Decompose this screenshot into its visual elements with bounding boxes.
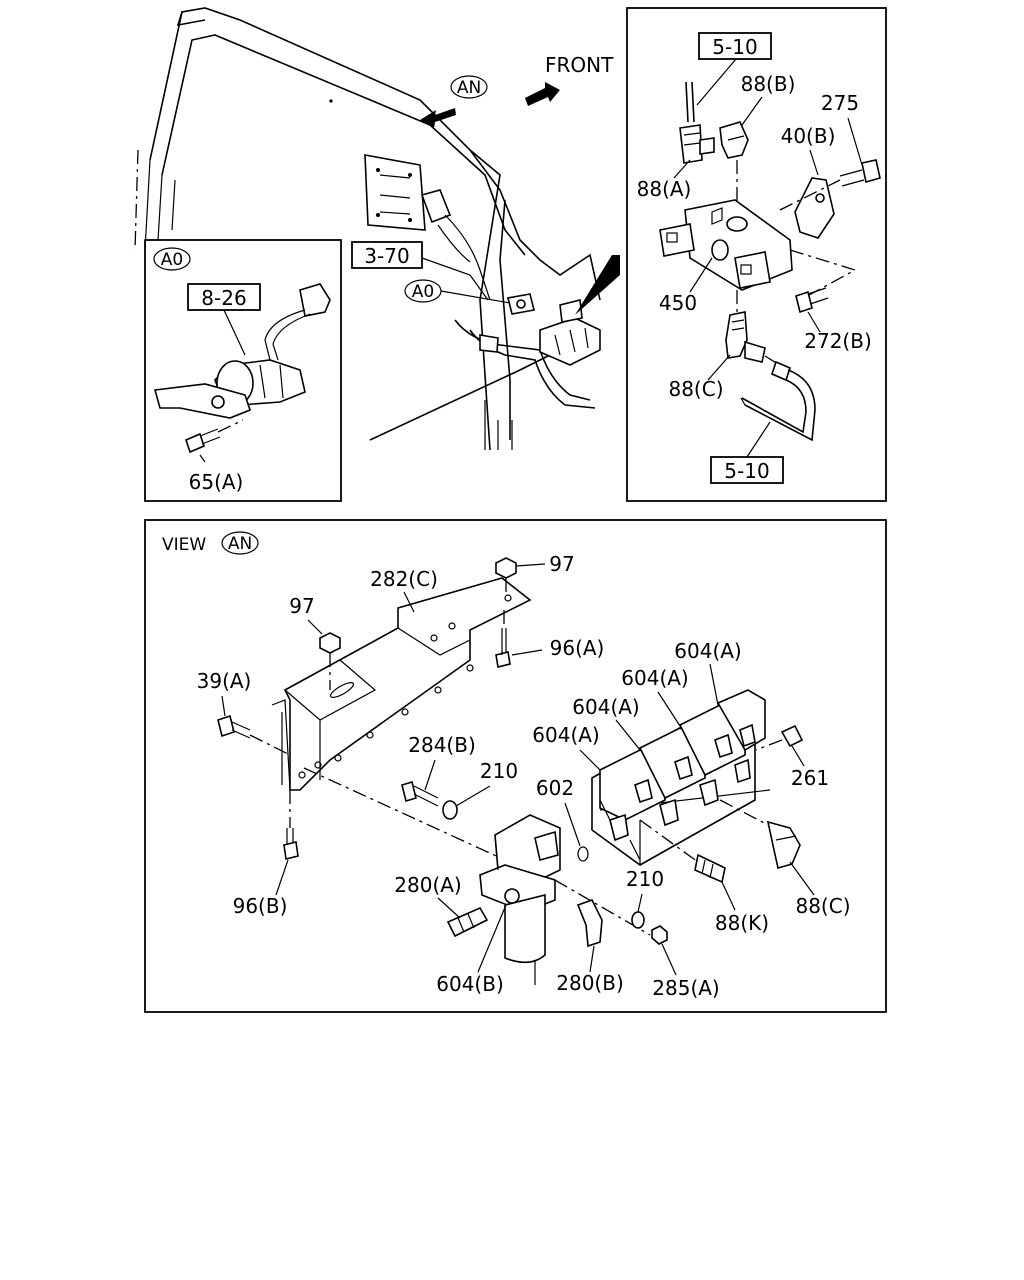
callout-602: 602 xyxy=(536,776,574,800)
callout-65a: 65(A) xyxy=(189,470,244,494)
callout-88a: 88(A) xyxy=(637,177,692,201)
callout-88k: 88(K) xyxy=(715,911,769,935)
callout-88c: 88(C) xyxy=(668,377,723,401)
svg-text:3-70: 3-70 xyxy=(364,244,409,268)
svg-text:VIEW: VIEW xyxy=(162,535,206,555)
chassis-overview: AN FRONT 3-70 A0 xyxy=(134,7,620,451)
callout-96a: 96(A) xyxy=(550,636,605,660)
callout-284b: 284(B) xyxy=(408,733,476,757)
callout-604b: 604(B) xyxy=(436,972,504,996)
ref-box-5-10-top: 5-10 xyxy=(698,32,772,60)
svg-text:AN: AN xyxy=(228,534,252,554)
view-an-title: VIEW AN xyxy=(162,531,259,555)
arrow-front-icon xyxy=(525,82,560,106)
callout-96b: 96(B) xyxy=(233,894,288,918)
ref-box-3-70: 3-70 xyxy=(351,241,423,269)
arrow-rear-icon xyxy=(420,108,456,128)
callout-210-bottom: 210 xyxy=(626,867,664,891)
callout-604a-1: 604(A) xyxy=(674,639,741,663)
svg-text:8-26: 8-26 xyxy=(201,286,246,310)
callout-39a: 39(A) xyxy=(197,669,252,693)
svg-text:A0: A0 xyxy=(412,282,434,302)
callout-97-right: 97 xyxy=(549,552,574,576)
callout-604a-4: 604(A) xyxy=(532,723,599,747)
callout-280b: 280(B) xyxy=(556,971,624,995)
callout-261: 261 xyxy=(791,766,829,790)
svg-text:5-10: 5-10 xyxy=(724,459,769,483)
callout-450: 450 xyxy=(659,291,697,315)
callout-272b: 272(B) xyxy=(804,329,872,353)
callout-285a: 285(A) xyxy=(652,976,719,1000)
detail-a0-marker: A0 xyxy=(404,279,442,303)
ref-box-8-26: 8-26 xyxy=(187,283,261,311)
svg-text:A0: A0 xyxy=(161,250,183,270)
view-an-panel: VIEW AN 282(C) 97 97 96(A) xyxy=(144,519,887,1013)
front-label: FRONT xyxy=(545,53,614,77)
ref-box-5-10-bottom: 5-10 xyxy=(710,456,784,484)
junction-detail-panel: 5-10 88(A) 88(B) 275 40(B) xyxy=(626,7,887,502)
svg-text:AN: AN xyxy=(457,78,481,98)
callout-97-left: 97 xyxy=(289,594,314,618)
callout-280a: 280(A) xyxy=(394,873,461,897)
callout-282c: 282(C) xyxy=(370,567,438,591)
callout-88c-view: 88(C) xyxy=(795,894,850,918)
svg-text:5-10: 5-10 xyxy=(712,35,757,59)
callout-275: 275 xyxy=(821,91,859,115)
callout-40b: 40(B) xyxy=(781,124,836,148)
callout-604a-3: 604(A) xyxy=(572,695,639,719)
view-an-marker: AN xyxy=(450,75,488,99)
callout-604a-2: 604(A) xyxy=(621,666,688,690)
detail-a0-title-marker: A0 xyxy=(153,247,191,271)
callout-88b: 88(B) xyxy=(741,72,796,96)
detail-a0-panel: A0 8-26 65(A) xyxy=(144,239,342,502)
callout-210-top: 210 xyxy=(480,759,518,783)
